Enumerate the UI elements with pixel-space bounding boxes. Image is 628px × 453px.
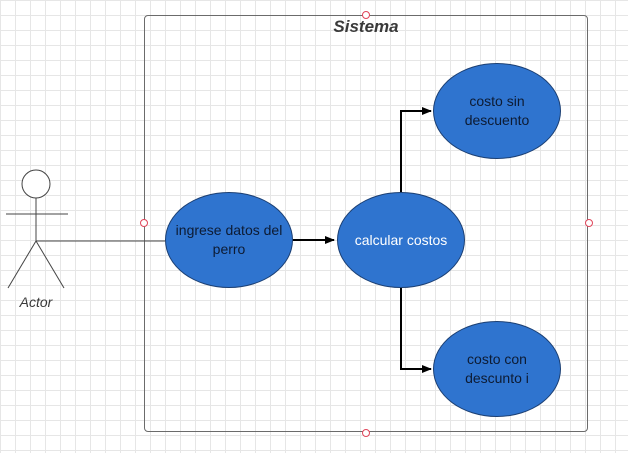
use-case-label: costo sin descuento — [464, 93, 530, 128]
arrow-to-con-descuento — [400, 288, 432, 373]
resize-handle-top[interactable] — [362, 11, 370, 19]
resize-handle-left[interactable] — [140, 219, 148, 227]
use-case-costo-sin-descuento[interactable]: costo sin descuento — [433, 63, 561, 159]
resize-handle-bottom[interactable] — [362, 429, 370, 437]
system-title: Sistema — [333, 17, 399, 36]
use-case-label: costo con descunto i — [465, 351, 529, 386]
actor-figure[interactable] — [6, 169, 68, 289]
use-case-calcular-costos[interactable]: calcular costos — [337, 192, 465, 288]
resize-handle-right[interactable] — [585, 219, 593, 227]
actor-label: Actor — [19, 294, 53, 310]
use-case-label: ingrese datos del perro — [175, 222, 283, 257]
use-case-label: calcular costos — [354, 231, 448, 248]
arrow-to-sin-descuento — [400, 107, 432, 192]
use-case-costo-con-descuento[interactable]: costo con descunto i — [433, 321, 561, 417]
use-case-ingrese-datos[interactable]: ingrese datos del perro — [165, 192, 293, 288]
